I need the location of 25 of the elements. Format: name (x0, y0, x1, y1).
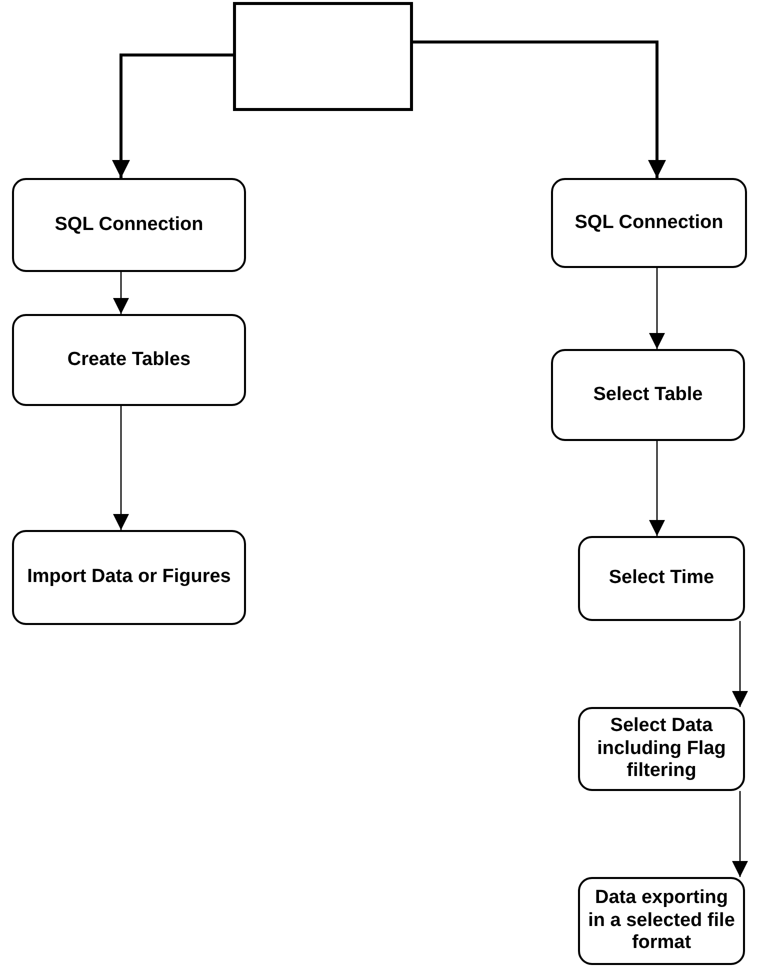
process-box (551, 349, 745, 441)
box-label: Select Time (608, 567, 714, 590)
box-label: Select Table (593, 384, 703, 406)
box-label: Select Data including Flag filtering (596, 714, 727, 784)
arrow (112, 54, 233, 178)
title-box (233, 2, 413, 111)
arrow (732, 791, 748, 877)
process-box (12, 530, 246, 625)
process-box (578, 536, 745, 621)
process-box (578, 707, 745, 791)
arrow (113, 272, 129, 314)
box-label: Import Data or Figures (27, 566, 231, 589)
arrow (649, 268, 665, 349)
box-label: SQL Connection (574, 212, 724, 234)
arrow (732, 621, 748, 707)
process-box (551, 178, 747, 268)
arrow (649, 441, 665, 536)
process-box (12, 314, 246, 406)
process-box (578, 877, 745, 965)
arrow (113, 406, 129, 530)
box-label: Data exporting in a selected file format (587, 886, 736, 956)
box-label: SQL Connection (54, 214, 204, 236)
box-label: Create Tables (67, 348, 191, 372)
process-box (12, 178, 246, 272)
arrow (413, 40, 666, 178)
